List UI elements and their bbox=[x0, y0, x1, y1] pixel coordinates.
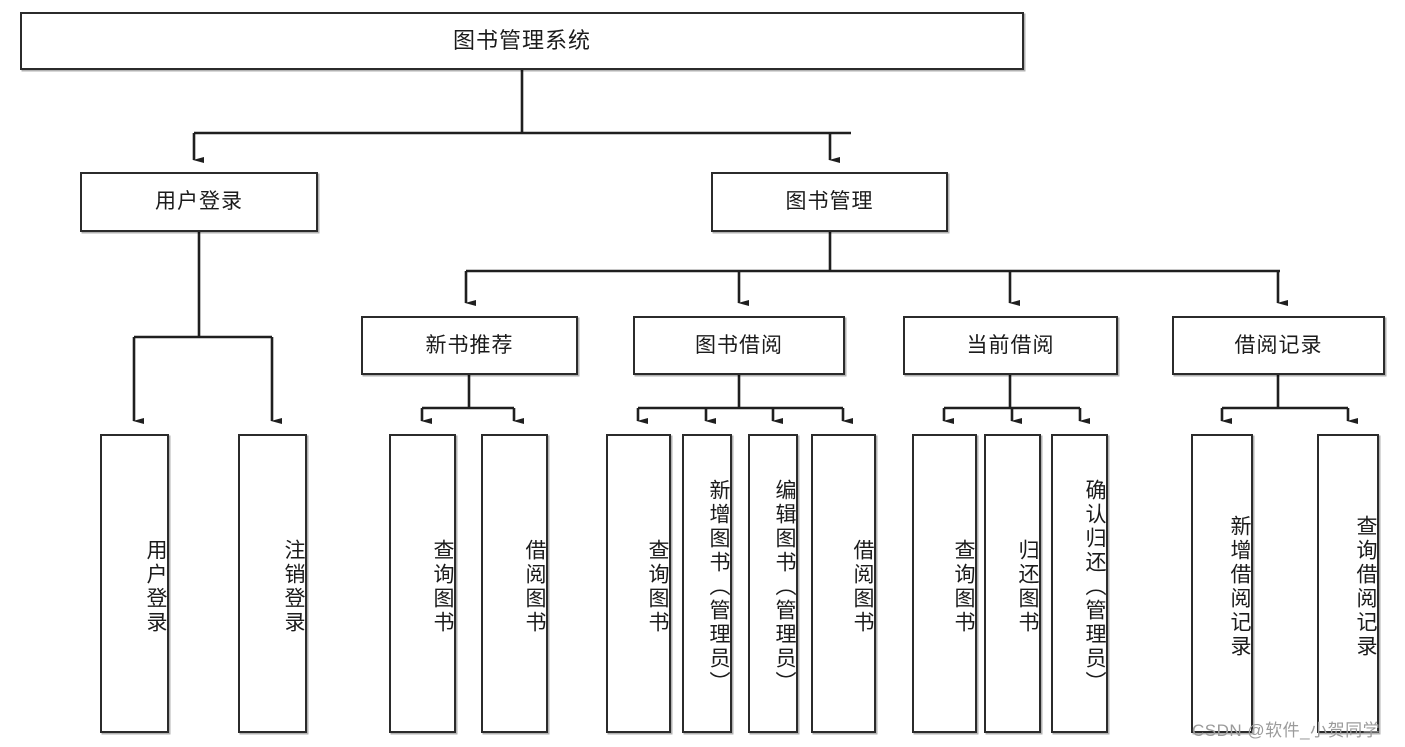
leaf-edit-book-admin[interactable]: 编辑图书（管理员） bbox=[748, 434, 798, 733]
leaf-query-books-newbook[interactable]: 查询图书 bbox=[389, 434, 456, 733]
node-new-book-recommendation[interactable]: 新书推荐 bbox=[361, 316, 578, 375]
node-label: 借阅图书 bbox=[523, 538, 546, 635]
leaf-logout[interactable]: 注销登录 bbox=[238, 434, 307, 733]
leaf-borrow-books[interactable]: 借阅图书 bbox=[811, 434, 876, 733]
node-label: 图书管理 bbox=[785, 190, 874, 214]
leaf-query-books-borrow[interactable]: 查询图书 bbox=[606, 434, 671, 733]
node-label: 编辑图书（管理员） bbox=[773, 478, 796, 695]
leaf-add-book-admin[interactable]: 新增图书（管理员） bbox=[682, 434, 732, 733]
node-label: 新增借阅记录 bbox=[1228, 514, 1251, 659]
node-label: 查询图书 bbox=[646, 538, 669, 635]
node-label: 归还图书 bbox=[1016, 538, 1039, 635]
node-user-login[interactable]: 用户登录 bbox=[80, 172, 318, 232]
leaf-add-borrow-record[interactable]: 新增借阅记录 bbox=[1191, 434, 1253, 733]
node-label: 借阅记录 bbox=[1234, 333, 1323, 357]
node-label: 图书借阅 bbox=[695, 333, 783, 357]
node-label: 当前借阅 bbox=[966, 333, 1055, 357]
leaf-query-books-current[interactable]: 查询图书 bbox=[912, 434, 977, 733]
node-book-management[interactable]: 图书管理 bbox=[711, 172, 948, 232]
node-current-borrowings[interactable]: 当前借阅 bbox=[903, 316, 1118, 375]
node-label: 用户登录 bbox=[155, 190, 243, 214]
node-book-borrowing[interactable]: 图书借阅 bbox=[633, 316, 845, 375]
node-root-book-management-system[interactable]: 图书管理系统 bbox=[20, 12, 1024, 70]
leaf-confirm-return-admin[interactable]: 确认归还（管理员） bbox=[1051, 434, 1108, 733]
node-label: 新增图书（管理员） bbox=[707, 478, 730, 695]
node-label: 查询图书 bbox=[952, 538, 975, 635]
leaf-borrow-books-newbook[interactable]: 借阅图书 bbox=[481, 434, 548, 733]
node-label: 查询借阅记录 bbox=[1354, 514, 1377, 659]
leaf-user-login[interactable]: 用户登录 bbox=[100, 434, 169, 733]
leaf-return-books[interactable]: 归还图书 bbox=[984, 434, 1041, 733]
node-borrowing-records[interactable]: 借阅记录 bbox=[1172, 316, 1385, 375]
node-label: 图书管理系统 bbox=[452, 27, 591, 53]
node-label: 用户登录 bbox=[144, 538, 167, 635]
node-label: 注销登录 bbox=[282, 538, 305, 635]
node-label: 借阅图书 bbox=[851, 538, 874, 635]
node-label: 新书推荐 bbox=[425, 333, 514, 357]
watermark-credit: CSDN @软件_小贺同学 bbox=[1192, 721, 1381, 740]
leaf-query-borrow-record[interactable]: 查询借阅记录 bbox=[1317, 434, 1379, 733]
node-label: 查询图书 bbox=[431, 538, 454, 635]
node-label: 确认归还（管理员） bbox=[1083, 478, 1106, 695]
